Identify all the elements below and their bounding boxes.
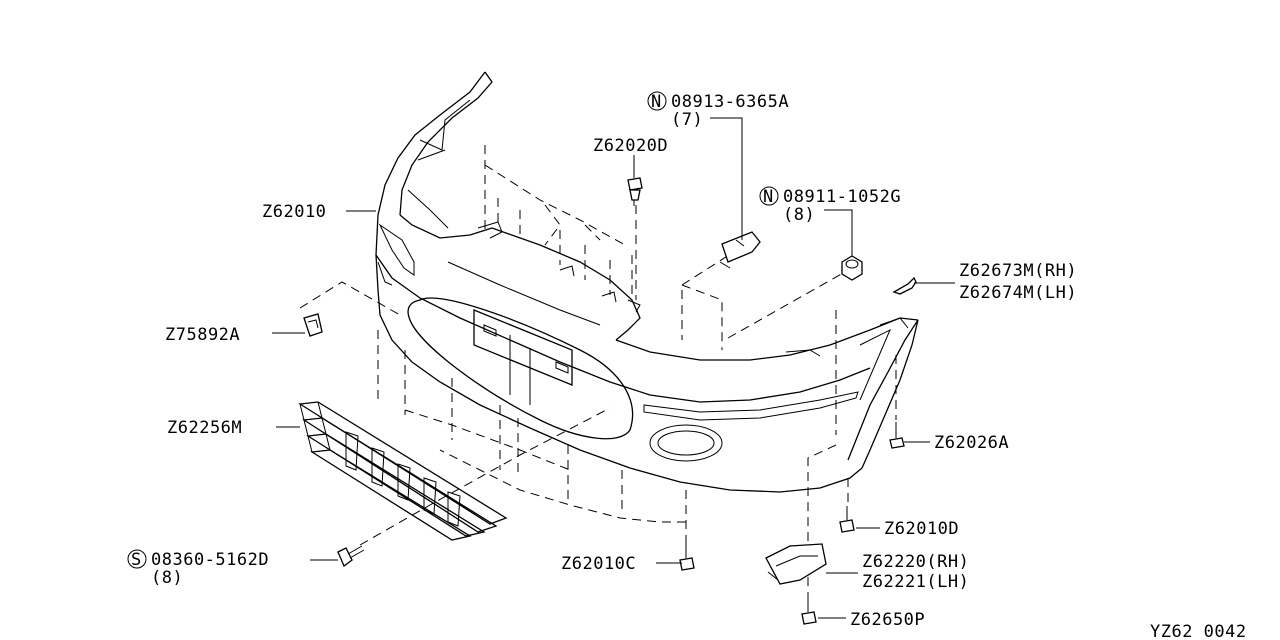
callout-z62220: Z62220(RH) Z62221(LH) [862, 552, 969, 592]
part-number: Z62010 [262, 202, 326, 222]
screw-z62010c [679, 542, 695, 571]
prefix-s: S [131, 550, 142, 570]
part-number: 08911-1052G [783, 187, 901, 207]
leader-lines [272, 117, 955, 619]
seal-z62673m [892, 276, 917, 295]
callout-08360-5162d: S 08360-5162D (8) [127, 549, 269, 588]
bumper-cover [375, 71, 919, 493]
nut-08911 [841, 255, 863, 281]
part-number: Z62256M [167, 418, 242, 438]
s-circle-icon [127, 549, 147, 569]
part-number: Z62650P [850, 610, 925, 630]
prefix-n: N [763, 187, 774, 207]
clip-z62020d [627, 177, 643, 206]
quantity: (8) [783, 205, 815, 225]
callout-z62650p: Z62650P [850, 610, 925, 630]
callout-z62010d: Z62010D [884, 519, 959, 539]
part-number: Z62010C [561, 554, 636, 574]
callout-08911-1052g: N 08911-1052G (8) [759, 186, 901, 225]
quantity: (8) [151, 568, 183, 588]
screw-z62650p [801, 598, 817, 625]
n-circle-icon [759, 186, 779, 206]
prefix-n: N [651, 92, 662, 112]
screw-08360 [337, 545, 365, 568]
part-number: Z62010D [884, 519, 959, 539]
part-number-lh: Z62221(LH) [862, 572, 969, 592]
part-number: Z62673M(RH) [959, 261, 1077, 281]
screw-z62010d [839, 506, 855, 533]
callout-z62010c: Z62010C [561, 554, 636, 574]
grille-z62256m [298, 401, 508, 541]
callout-08913-6365a: N 08913-6365A (7) [647, 91, 789, 130]
part-number: Z75892A [165, 325, 240, 345]
callout-z62026a: Z62026A [934, 433, 1009, 453]
callout-z62673m: Z62673M(RH) Z62674M(LH) [959, 261, 1077, 303]
quantity: (7) [671, 110, 703, 130]
part-number: 08913-6365A [671, 92, 789, 112]
part-number: 08360-5162D [151, 550, 269, 570]
callout-z62010: Z62010 [262, 202, 326, 222]
callout-z62256m: Z62256M [167, 418, 242, 438]
screw-z62026a [889, 422, 905, 449]
clip-z75892a [303, 313, 323, 337]
nut-bracket-08913 [719, 231, 761, 269]
callout-z62020d: Z62020D [593, 136, 668, 156]
part-number: Z62020D [593, 136, 668, 156]
part-number-lh: Z62674M(LH) [959, 283, 1077, 303]
callout-z75892a: Z75892A [165, 325, 240, 345]
part-number: Z62220(RH) [862, 552, 969, 572]
part-number: Z62026A [934, 433, 1009, 453]
n-circle-icon [647, 91, 667, 111]
bracket-z62220 [765, 543, 827, 585]
diagram-code: YZ62 0042 [1150, 622, 1247, 640]
